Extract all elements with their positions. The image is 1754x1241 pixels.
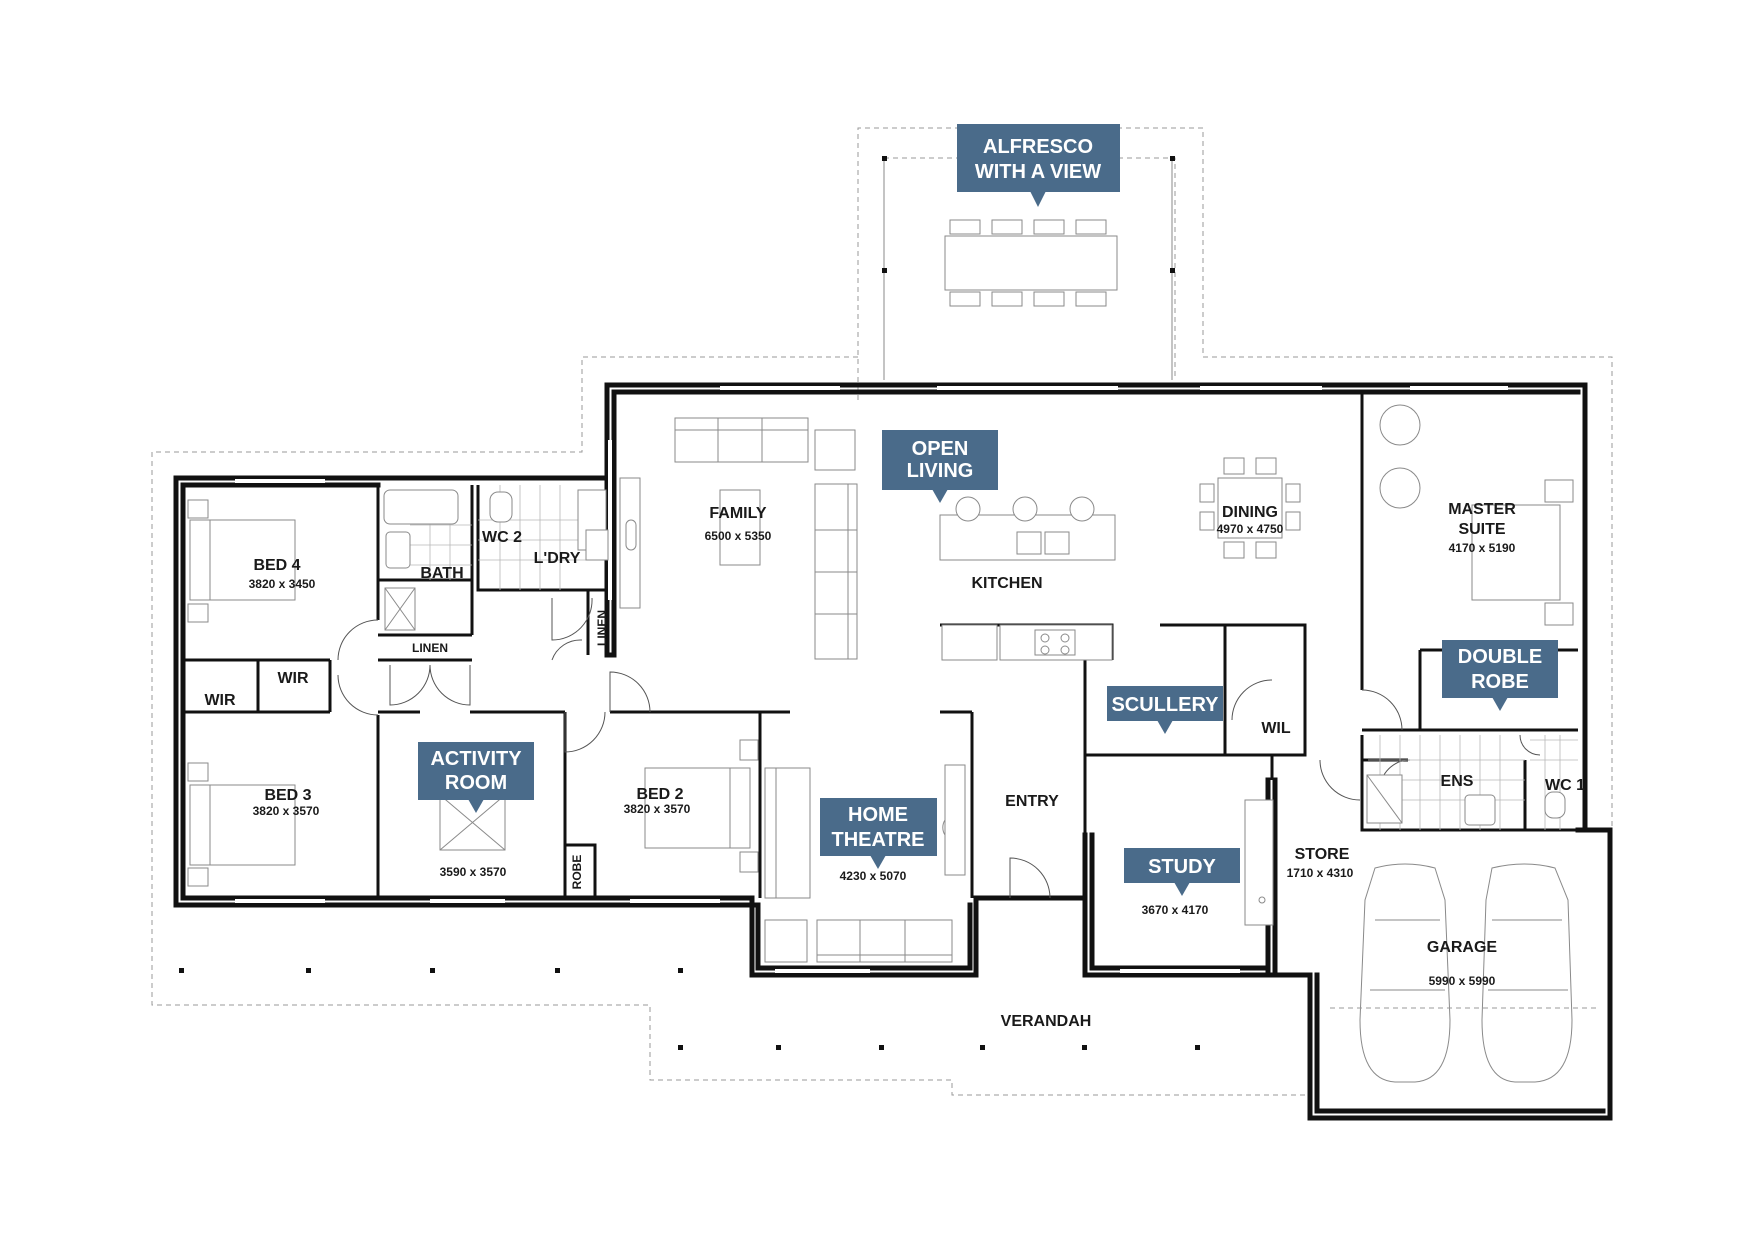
kitchen-label: KITCHEN [971, 575, 1042, 592]
master-label-line1: MASTER [1448, 501, 1516, 518]
callout-home-theatre-line1: HOME [848, 804, 908, 826]
theatre-furniture [764, 764, 966, 963]
master-label-line2: SUITE [1458, 521, 1505, 538]
callout-double-robe-line1: DOUBLE [1458, 646, 1542, 668]
callout-open-living-line1: OPEN [912, 438, 969, 460]
callout-double-robe: DOUBLE ROBE [1442, 640, 1558, 711]
callout-home-theatre: HOME THEATRE [820, 798, 937, 869]
wil-label: WIL [1261, 720, 1291, 737]
callout-alfresco-line1: ALFRESCO [983, 136, 1093, 158]
bath-fixtures [383, 489, 1566, 826]
callout-double-robe-line2: ROBE [1471, 671, 1529, 693]
dining-dimensions: 4970 x 4750 [1217, 522, 1284, 536]
bed3-label: BED 3 [264, 787, 311, 804]
family-dimensions: 6500 x 5350 [705, 529, 772, 543]
entry-label: ENTRY [1005, 793, 1059, 810]
bed4-dimensions: 3820 x 3450 [249, 577, 316, 591]
garage-cars [1330, 863, 1598, 1083]
verandah-posts [179, 968, 1200, 1050]
walls [173, 382, 1613, 1121]
master-dimensions: 4170 x 5190 [1449, 541, 1516, 555]
study-furniture [1244, 799, 1274, 926]
bath-label: BATH [420, 565, 463, 582]
room-labels: FAMILY 6500 x 5350 KITCHEN DINING 4970 x… [204, 501, 1585, 1030]
ensuite-label: ENS [1441, 773, 1474, 790]
verandah-label: VERANDAH [1001, 1013, 1092, 1030]
family-label: FAMILY [709, 505, 767, 522]
linen-vertical-label: LINEN [595, 610, 609, 646]
laundry-label: L'DRY [534, 550, 581, 567]
theatre-dimensions: 4230 x 5070 [840, 869, 907, 883]
alfresco-table [944, 219, 1118, 307]
bed2-label: BED 2 [636, 786, 683, 803]
callout-study-line1: STUDY [1148, 856, 1216, 878]
callout-home-theatre-line2: THEATRE [832, 829, 925, 851]
callout-alfresco-line2: WITH A VIEW [975, 161, 1101, 183]
bed4-label: BED 4 [253, 557, 300, 574]
callout-scullery: SCULLERY [1107, 686, 1223, 734]
activity-dimensions: 3590 x 3570 [440, 865, 507, 879]
bath-tiles [410, 485, 1578, 830]
callout-alfresco: ALFRESCO WITH A VIEW [957, 124, 1120, 207]
bedroom-furniture [187, 499, 759, 887]
windows [235, 386, 1508, 973]
doors [337, 597, 1541, 899]
linen-horizontal-label: LINEN [412, 641, 448, 655]
kitchen-fixtures [939, 496, 1116, 661]
bed3-dimensions: 3820 x 3570 [253, 804, 320, 818]
dining-label: DINING [1222, 504, 1278, 521]
wir-left-label: WIR [204, 692, 236, 709]
dining-table [1199, 457, 1301, 559]
garage-dimensions: 5990 x 5990 [1429, 974, 1496, 988]
callout-activity-room: ACTIVITY ROOM [418, 742, 534, 813]
robe-label: ROBE [570, 855, 584, 890]
master-furniture [1379, 404, 1574, 626]
callout-activity-room-line2: ROOM [445, 772, 507, 794]
callout-open-living-line2: LIVING [907, 460, 974, 482]
store-dimensions: 1710 x 4310 [1287, 866, 1354, 880]
alfresco-posts [882, 156, 1175, 273]
bed2-dimensions: 3820 x 3570 [624, 802, 691, 816]
wc2-label: WC 2 [482, 529, 522, 546]
store-label: STORE [1295, 846, 1350, 863]
callout-study: STUDY [1124, 848, 1240, 896]
wir-right-label: WIR [277, 670, 309, 687]
wc1-label: WC 1 [1545, 777, 1585, 794]
garage-label: GARAGE [1427, 939, 1498, 956]
study-dimensions: 3670 x 4170 [1142, 903, 1209, 917]
callout-open-living: OPEN LIVING [882, 430, 998, 503]
family-furniture [619, 417, 858, 660]
callout-scullery-line1: SCULLERY [1111, 694, 1219, 716]
callout-activity-room-line1: ACTIVITY [430, 748, 522, 770]
